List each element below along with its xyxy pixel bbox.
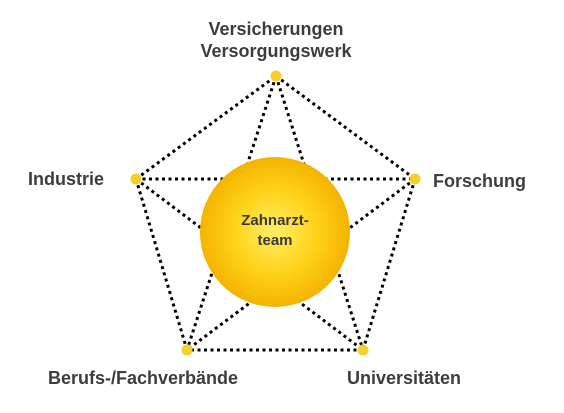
node-label-top-line1: Versicherungen <box>208 19 344 39</box>
connector-left-bottomright <box>135 177 364 352</box>
node-dot-left <box>130 173 142 185</box>
center-node-label: Zahnarzt- team <box>225 211 325 251</box>
node-label-bottom-right: Universitäten <box>347 368 462 388</box>
connector-right-bottomleft <box>186 177 416 352</box>
center-label-line2: team <box>257 232 293 249</box>
center-node-circle <box>200 157 350 307</box>
connector-bottomleft-left <box>134 178 189 351</box>
node-label-top: Versicherungen Versorgungswerk <box>176 18 376 62</box>
node-dot-top <box>270 70 282 82</box>
node-label-top-line2: Versorgungswerk <box>200 41 352 61</box>
node-label-left: Industrie <box>28 169 105 189</box>
node-dot-bottom-left <box>181 344 193 356</box>
node-dot-right <box>409 173 421 185</box>
center-label-line1: Zahnarzt- <box>241 212 309 229</box>
connector-left-top <box>135 74 277 181</box>
node-label-right: Forschung <box>433 171 526 191</box>
node-label-bottom-left: Berufs-/Fachverbände <box>48 368 239 388</box>
node-dot-bottom-right <box>357 344 369 356</box>
connector-right-bottomright <box>361 178 417 351</box>
connector-top-right <box>275 74 416 181</box>
